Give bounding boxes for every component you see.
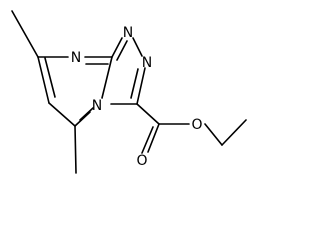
bond-c3-carbonyl [136, 103, 160, 125]
bond-c6-c5 [48, 102, 76, 127]
bond-oester-ch2 [204, 123, 223, 146]
bond-ch2-ch3 [221, 119, 247, 146]
molecule-structure: N N N N O O [11, 10, 247, 174]
atom-n2: N [142, 55, 152, 71]
atom-n4: N [92, 98, 102, 114]
bond-c5-c5-double [79, 107, 94, 121]
atom-n1: N [123, 25, 133, 41]
bond-n2-c3 [136, 67, 146, 105]
bond-n2-c3-double [130, 68, 139, 99]
bond-c7-c6-double [44, 57, 56, 98]
bond-c5-n4 [74, 111, 91, 127]
bond-c8a-n1-double [116, 40, 128, 61]
bond-n1-n2 [132, 37, 143, 57]
bond-c5-methyl [74, 125, 77, 174]
bond-c7-methyl [11, 10, 39, 58]
atom-n8: N [71, 50, 81, 66]
atom-o-ester: O [191, 117, 202, 133]
bond-carbonyl-o [147, 123, 160, 153]
bond-c7-c6 [37, 56, 50, 104]
bond-c8a-n1 [111, 37, 123, 58]
bond-carbonyl-o-double [141, 126, 154, 154]
bond-n4-c8a [101, 56, 113, 99]
atom-o-carbonyl: O [136, 153, 147, 169]
